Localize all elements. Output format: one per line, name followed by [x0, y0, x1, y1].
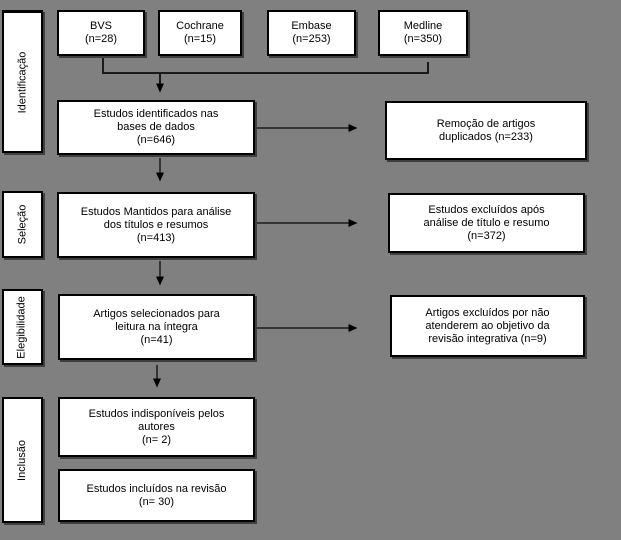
source-box-bvs: BVS (n=28)	[57, 10, 145, 56]
source-box-medline: Medline (n=350)	[378, 10, 468, 56]
flow-box-unavailable: Estudos indisponíveis pelos autores (n= …	[58, 397, 255, 457]
exclusion-box-title-abstract: Estudos excluídos após análise de título…	[388, 193, 585, 253]
stage-label-selecao: Seleção	[16, 204, 29, 245]
source-box-embase: Embase (n=253)	[267, 10, 356, 56]
stage-box-selecao: Seleção	[2, 191, 43, 258]
stage-box-elegibilidade: Elegibilidade	[2, 289, 43, 365]
stage-box-identificacao: Identificação	[2, 10, 43, 153]
stage-label-elegibilidade: Elegibilidade	[16, 295, 29, 359]
sources-collector-line	[102, 57, 429, 74]
exclusion-box-objective: Artigos excluídos por não atenderem ao o…	[390, 295, 585, 357]
exclusion-box-duplicates: Remoção de artigos duplicados (n=233)	[385, 101, 587, 160]
source-box-cochrane: Cochrane (n=15)	[158, 10, 242, 56]
stage-label-inclusao: Inclusão	[16, 439, 29, 481]
stage-label-identificacao: Identificação	[16, 51, 29, 113]
flow-box-screened: Estudos Mantidos para análise dos título…	[57, 192, 255, 258]
flow-box-identified: Estudos identificados nas bases de dados…	[57, 100, 255, 155]
flow-box-included: Estudos incluídos na revisão (n= 30)	[58, 469, 255, 522]
stage-box-inclusao: Inclusão	[2, 397, 43, 523]
flow-box-fulltext-selected: Artigos selecionados para leitura na ínt…	[58, 294, 255, 360]
